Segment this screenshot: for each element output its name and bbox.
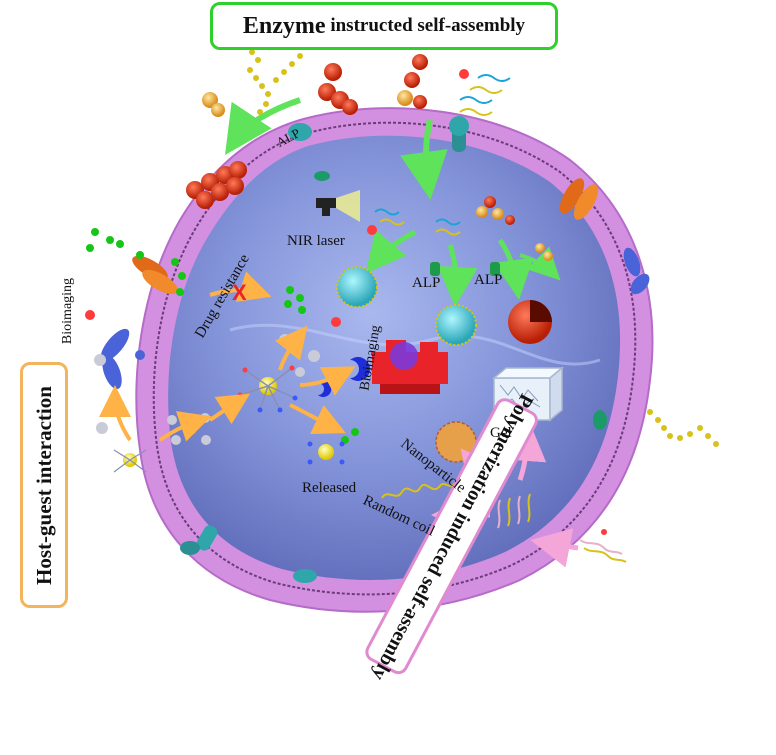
arrow-pisa-enter	[530, 528, 579, 568]
title-host-guest-interaction: Host-guest interaction	[20, 362, 68, 608]
label-bioimaging-left: Bioimaging	[60, 277, 76, 345]
label-alp-right: ALP	[474, 272, 503, 288]
label-released: Released	[302, 480, 357, 496]
membrane-channel-teal-bottomleft	[180, 525, 218, 555]
blocked-x-mark: X	[232, 280, 247, 305]
fibrous-nanoparticle-nir	[336, 266, 378, 308]
red-star-left	[85, 310, 95, 320]
arrow-enter-top	[400, 119, 448, 200]
peptide-chain-yellow-top	[247, 49, 303, 115]
label-alp-mid: ALP	[412, 275, 441, 291]
alp-enzyme-right	[490, 262, 500, 276]
title-enzyme-instructed-self-assembly: Enzyme instructed self-assembly	[210, 2, 558, 50]
arrow-alp-mid	[437, 244, 478, 307]
bioimaging-probe-block	[372, 340, 448, 394]
nanosphere-cluster-top	[202, 54, 428, 117]
membrane-protein-teal-bottom	[293, 569, 317, 583]
polymer-chains-brush	[497, 493, 531, 529]
arrow-alp-top	[225, 97, 301, 155]
red-hollow-sphere	[508, 300, 552, 344]
membrane-receptor-teal-top	[449, 116, 469, 152]
label-gel: Gel	[490, 425, 512, 441]
nir-laser-icon	[316, 190, 360, 222]
fibrous-nanoparticle-alp	[435, 304, 477, 346]
membrane-channel-orange-left	[132, 255, 178, 295]
membrane-receptor-teal-topleft	[288, 123, 312, 141]
arrow-alp-right-side	[519, 246, 561, 281]
red-star-bioimaging	[331, 317, 341, 327]
arrow-nir-down	[365, 229, 417, 274]
membrane-protein-green-top	[314, 171, 330, 181]
wavy-chains-top-right	[459, 74, 511, 116]
title-enzyme-word: Enzyme	[242, 12, 326, 39]
antibody-blue-right	[623, 247, 650, 295]
arrow-hostguest-in	[158, 411, 212, 442]
antibody-blue-left	[100, 328, 145, 390]
peptide-chain-yellow-right	[647, 409, 719, 447]
host-guest-assembly-outer	[113, 449, 147, 473]
red-star-top-right	[459, 69, 469, 79]
alp-chains-mid	[435, 218, 461, 236]
arrow-drug-resistance	[209, 271, 272, 302]
polymer-chains-outside	[579, 529, 627, 563]
arrow-hostguest-up	[99, 385, 132, 442]
host-guest-assembly-center	[237, 365, 298, 413]
arrow-to-bioimaging	[299, 366, 356, 396]
arrow-to-released	[289, 403, 346, 434]
arrow-hostguest-center	[208, 393, 251, 425]
label-nir-laser: NIR laser	[287, 233, 345, 249]
title-host-guest-text: Host-guest interaction	[31, 385, 56, 585]
random-coil-chain	[381, 483, 455, 499]
title-enzyme-rest: instructed self-assembly	[325, 15, 526, 36]
host-guest-assembly-released	[307, 441, 345, 465]
alp-enzyme-mid	[430, 262, 440, 276]
membrane-channel-orange-topright	[559, 178, 599, 220]
arrow-to-green	[275, 325, 308, 371]
nanosphere-cluster-inner-right	[476, 196, 553, 261]
laser-target-chains	[367, 208, 405, 235]
arrow-alp-right	[493, 238, 534, 300]
nanosphere-aggregate-topleft	[186, 161, 247, 209]
membrane-protein-green-right	[593, 410, 607, 430]
